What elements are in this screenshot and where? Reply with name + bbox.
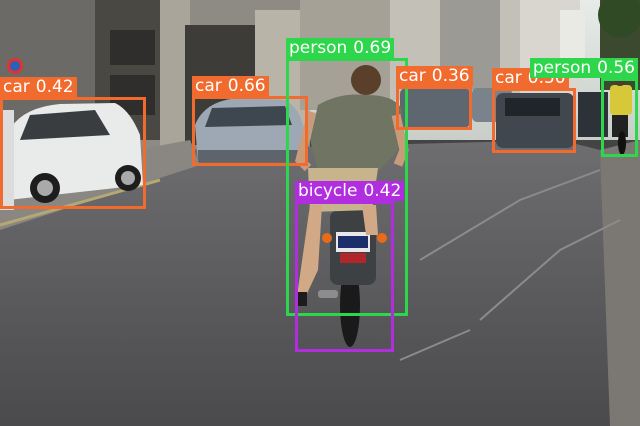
white-car-left	[0, 103, 143, 210]
cyclist-right	[610, 74, 632, 155]
road	[0, 140, 640, 426]
sidewalk-right	[600, 140, 640, 426]
motorbike	[318, 210, 387, 347]
silver-car	[195, 98, 304, 162]
